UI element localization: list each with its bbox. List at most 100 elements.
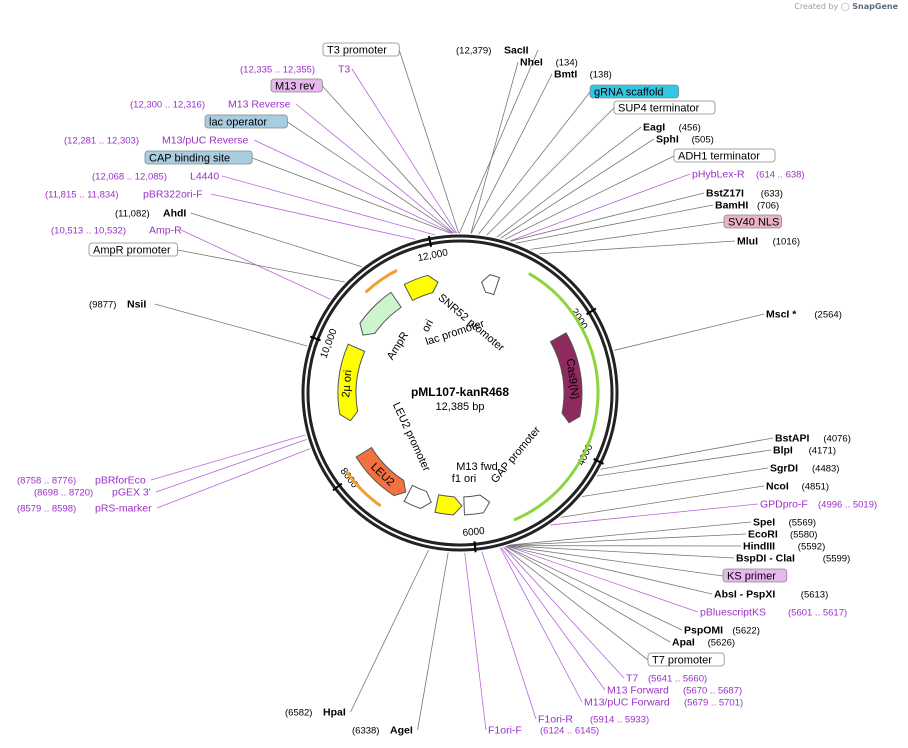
site-position: (5580) xyxy=(790,530,817,541)
label-apai[interactable]: ApaI(5626) xyxy=(672,637,735,649)
label-leader xyxy=(499,547,583,703)
site-position: (5599) xyxy=(823,554,850,565)
label-eagi[interactable]: EagI(456) xyxy=(643,122,701,134)
label-f1ori-r[interactable]: F1ori-R(5914 .. 5933) xyxy=(538,714,649,726)
site-position: (8579 .. 8598) xyxy=(17,504,76,515)
site-name: M13 Reverse xyxy=(228,99,291,111)
site-name: L4440 xyxy=(190,171,219,183)
label-hindiii[interactable]: HindIII(5592) xyxy=(743,541,825,553)
site-name: T3 xyxy=(338,64,350,76)
inner-label-leu2-promoter: LEU2 promoter xyxy=(390,401,433,474)
label-grna-scaffold[interactable]: gRNA scaffold xyxy=(589,84,679,99)
label-bmti[interactable]: BmtI(138) xyxy=(554,69,612,81)
label-ks-primer[interactable]: KS primer xyxy=(722,568,788,583)
label-m13-forward[interactable]: M13 Forward(5670 .. 5687) xyxy=(607,685,742,697)
label-bstz17i[interactable]: BstZ17I(633) xyxy=(706,188,783,200)
inner-label-ori: ori xyxy=(420,318,436,334)
label-msci[interactable]: MscI *(2564) xyxy=(766,309,842,321)
label-bstapi[interactable]: BstAPI(4076) xyxy=(775,433,851,445)
label-spei[interactable]: SpeI(5569) xyxy=(753,517,816,529)
feature-f1-ori xyxy=(434,494,463,516)
label-m13-reverse[interactable]: (12,300 .. 12,316)M13 Reverse xyxy=(130,99,291,111)
label-leader xyxy=(614,313,765,351)
site-position: (4171) xyxy=(809,446,836,457)
label-leader xyxy=(510,192,705,242)
site-position: (5622) xyxy=(732,626,759,637)
site-position: (12,281 .. 12,303) xyxy=(64,136,139,147)
feature-box xyxy=(589,84,679,99)
label-leader xyxy=(478,91,591,235)
site-position: (8758 .. 8776) xyxy=(17,476,76,487)
label-m13-rev[interactable]: M13 rev xyxy=(270,78,323,93)
label-f1ori-f[interactable]: F1ori-F(6124 .. 6145) xyxy=(488,725,599,737)
site-name: AgeI xyxy=(390,725,413,737)
inner-label-ampr: AmpR xyxy=(385,330,411,362)
label-prs-marker[interactable]: (8579 .. 8598)pRS-marker xyxy=(17,503,152,515)
plasmid-length: 12,385 bp xyxy=(436,401,485,413)
label-cap-binding-site[interactable]: CAP binding site xyxy=(144,150,253,165)
label-l4440[interactable]: (12,068 .. 12,085)L4440 xyxy=(92,171,219,183)
label-pspomi[interactable]: PspOMI(5622) xyxy=(684,625,760,637)
label-sup4-terminator[interactable]: SUP4 terminator xyxy=(613,100,716,115)
label-leader xyxy=(507,545,735,559)
label-pbr322ori-f[interactable]: (11,815 .. 11,834)pBR322ori-F xyxy=(45,189,203,201)
label-lac-operator[interactable]: lac operator xyxy=(204,114,288,129)
site-name: GPDpro-F xyxy=(760,499,808,511)
site-position: (9877) xyxy=(89,300,116,311)
site-name: M13/pUC Forward xyxy=(584,697,670,709)
label-sacii[interactable]: (12,379)SacII xyxy=(456,45,529,57)
tick-mark xyxy=(332,482,343,492)
label-hpai[interactable]: (6582)HpaI xyxy=(285,707,346,719)
label-leader xyxy=(516,204,714,244)
label-sv40-nls[interactable]: SV40 NLS xyxy=(723,214,782,229)
site-position: (11,815 .. 11,834) xyxy=(45,190,119,201)
label-absi-pspxi[interactable]: AbsI - PspXI(5613) xyxy=(714,589,828,601)
label-sgrdi[interactable]: SgrDI(4483) xyxy=(770,463,839,475)
site-name: Amp-R xyxy=(149,225,182,237)
label-m13-puc-forward[interactable]: M13/pUC Forward(5679 .. 5701) xyxy=(584,697,743,709)
label-leader xyxy=(504,155,675,240)
label-leader xyxy=(177,249,345,283)
label-gpdpro-f[interactable]: GPDpro-F(4996 .. 5019) xyxy=(760,499,877,511)
label-t3-promoter[interactable]: T3 promoter xyxy=(322,42,400,57)
label-ahdi[interactable]: (11,082)AhdI xyxy=(115,208,186,220)
label-adh1-terminator[interactable]: ADH1 terminator xyxy=(673,148,776,163)
site-name: EcoRI xyxy=(748,529,778,541)
label-bspdi-clai[interactable]: BspDI - ClaI(5599) xyxy=(736,553,850,565)
label-amp-r[interactable]: (10,513 .. 10,532)Amp-R xyxy=(51,225,182,237)
site-name: M13 Forward xyxy=(607,685,669,697)
label-t7-promoter[interactable]: T7 promoter xyxy=(647,652,725,667)
label-leader xyxy=(503,546,649,661)
label-leader xyxy=(508,533,747,546)
label-pbrforeco[interactable]: (8758 .. 8776)pBRforEco xyxy=(17,475,146,487)
label-leader xyxy=(509,521,752,546)
label-t3[interactable]: (12,335 .. 12,355)T3 xyxy=(240,64,350,76)
plasmid-backbone xyxy=(301,234,619,552)
tick-mark xyxy=(309,335,321,342)
label-t7[interactable]: T7(5641 .. 5660) xyxy=(626,673,707,685)
site-name: BlpI xyxy=(773,445,793,457)
label-mlui[interactable]: MluI(1016) xyxy=(737,236,800,248)
site-position: (8698 .. 8720) xyxy=(34,488,93,499)
label-ncoi[interactable]: NcoI(4851) xyxy=(766,481,829,493)
label-leader xyxy=(470,73,553,234)
label-bamhi[interactable]: BamHI(706) xyxy=(715,200,779,212)
label-nsii[interactable]: (9877)NsiI xyxy=(89,299,146,311)
label-sphi[interactable]: SphI(505) xyxy=(656,134,714,146)
label-nhei[interactable]: NheI(134) xyxy=(520,57,578,69)
label-ecori[interactable]: EcoRI (5580) xyxy=(748,529,817,541)
label-ampr-promoter[interactable]: AmpR promoter xyxy=(88,242,178,257)
label-leader xyxy=(210,193,416,240)
cas9-cds-arc xyxy=(513,272,600,522)
label-phyblex-r[interactable]: pHybLex-R(614 .. 638) xyxy=(692,169,805,181)
plasmid-name: pML107-kanR468 xyxy=(411,385,509,399)
label-pgex-3[interactable]: (8698 .. 8720)pGEX 3' xyxy=(34,487,151,499)
label-agei[interactable]: (6338)AgeI xyxy=(352,725,413,737)
credit-prefix: Created by xyxy=(794,2,839,11)
label-blpi[interactable]: BlpI (4171) xyxy=(773,445,836,457)
label-leader xyxy=(295,103,455,234)
label-pbluescriptks[interactable]: pBluescriptKS(5601 .. 5617) xyxy=(700,607,847,619)
label-m13-puc-reverse[interactable]: (12,281 .. 12,303)M13/pUC Reverse xyxy=(64,135,249,147)
label-leader xyxy=(464,552,487,731)
